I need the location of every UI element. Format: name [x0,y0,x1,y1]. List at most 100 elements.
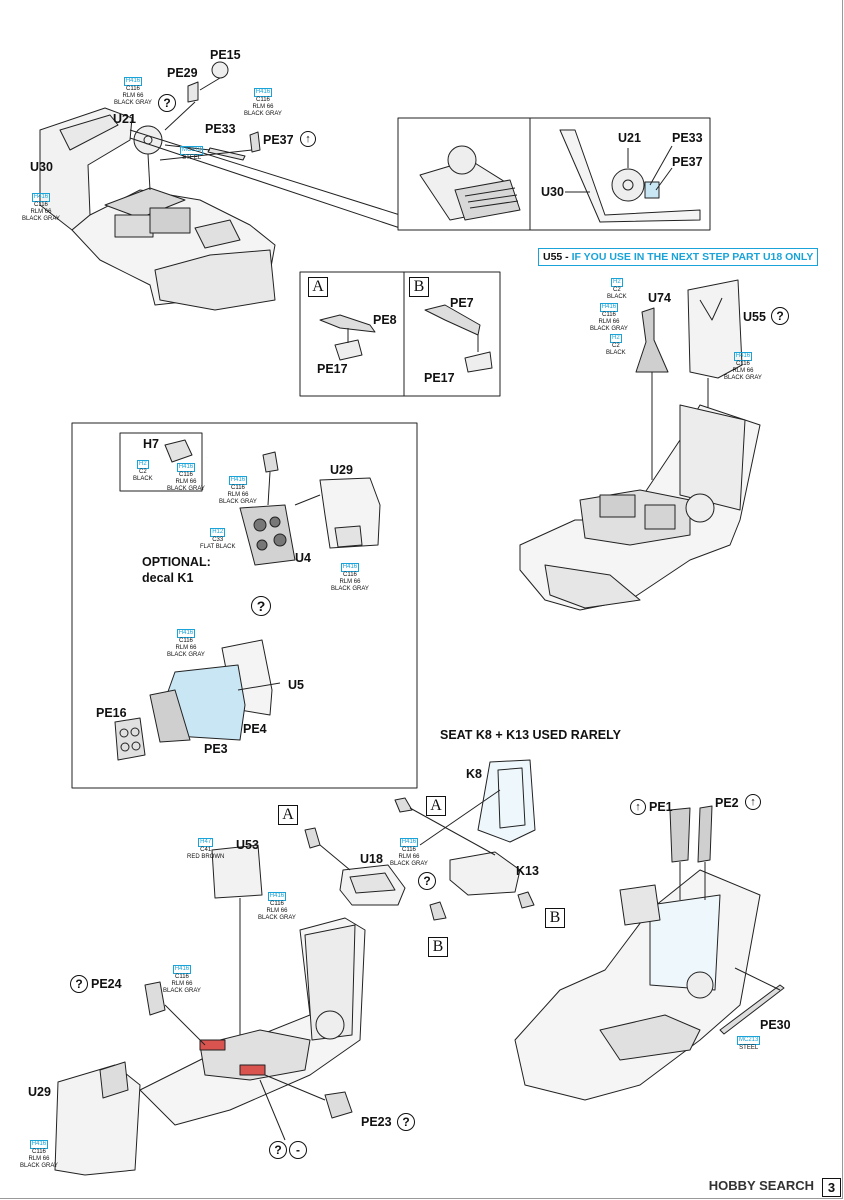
paint-line2: RLM 66 [732,368,754,374]
paint-line2: BLACK [606,350,626,356]
decal-label: decal K1 [142,571,194,585]
paint-callout-h2: H2 C2 BLACK [606,334,626,357]
paint-callout-h416: H416 C116 RLM 66 BLACK GRAY [244,88,282,118]
paint-line1: STEEL [739,1045,759,1051]
variant-b-marker: B [409,277,429,297]
hobby-search-watermark: HOBBY SEARCH [708,1178,814,1193]
part-label-u4: U4 [295,551,311,565]
paint-callout-h416: H416 C116 RLM 66 BLACK GRAY [167,629,205,659]
part-label-pe7: PE7 [450,296,474,310]
paint-code: H416 [176,463,196,472]
paint-code: H12 [210,528,226,537]
paint-code: H416 [123,77,143,86]
paint-line3: BLACK GRAY [331,586,369,592]
part-label-pe29: PE29 [167,66,198,80]
paint-callout-h416: H416 C116 RLM 66 BLACK GRAY [114,77,152,107]
part-label-u21: U21 [113,112,136,126]
paint-callout-h416: H416 C116 RLM 66 BLACK GRAY [20,1140,58,1170]
paint-code: H416 [340,563,360,572]
paint-line1: C116 [402,847,416,853]
paint-line2: RLM 66 [598,319,620,325]
paint-line1: C33 [212,537,224,543]
paint-callout-h416: H416 C116 RLM 66 BLACK GRAY [258,892,296,922]
paint-line3: BLACK GRAY [258,915,296,921]
part-label-pe17: PE17 [424,371,455,385]
part-label-pe37: PE37 [263,133,294,147]
part-label-u29: U29 [28,1085,51,1099]
paint-line2: FLAT BLACK [200,544,236,550]
paint-code: H416 [599,303,619,312]
part-label-pe23: PE23 [361,1115,392,1129]
question-icon: ? [269,1141,287,1159]
remove-part-icon: - [289,1141,307,1159]
paint-line3: BLACK GRAY [244,111,282,117]
variant-b-marker: B [428,937,448,957]
paint-line2: RLM 66 [398,854,420,860]
paint-code: H2 [611,278,623,287]
paint-line1: STEEL [182,155,202,161]
paint-line2: RLM 66 [171,981,193,987]
paint-line1: C2 [613,287,621,293]
paint-line1: C116 [175,974,189,980]
paint-line2: RLM 66 [252,104,274,110]
paint-line2: RLM 66 [175,645,197,651]
paint-code: H416 [253,88,273,97]
question-icon: ? [158,94,176,112]
paint-code: H2 [137,460,149,469]
paint-line3: BLACK GRAY [163,988,201,994]
paint-line1: C116 [179,472,193,478]
paint-line2: RLM 66 [339,579,361,585]
paint-line3: BLACK GRAY [167,652,205,658]
part-label-h7: H7 [143,437,159,451]
paint-code: H416 [267,892,287,901]
paint-line3: BLACK GRAY [167,486,205,492]
paint-line2: RLM 66 [175,479,197,485]
paint-line1: C116 [231,485,245,491]
paint-line2: RED BROWN [187,854,225,860]
paint-line3: BLACK GRAY [390,861,428,867]
paint-line1: C116 [34,202,48,208]
part-label-k13: K13 [516,864,539,878]
part-label-pe1: PE1 [649,800,673,814]
paint-code: H416 [31,193,51,202]
paint-line1: C2 [612,343,620,349]
paint-callout-mc213: MC213 STEEL [180,146,204,162]
paint-line3: BLACK GRAY [114,100,152,106]
part-label-pe30: PE30 [760,1018,791,1032]
part-label-u5: U5 [288,678,304,692]
flip-arrow-icon: ↑ [745,794,761,810]
paint-callout-h416: H416 C116 RLM 66 BLACK GRAY [590,303,628,333]
question-icon: ? [70,975,88,993]
paint-line1: C116 [736,361,750,367]
page-number: 3 [822,1178,841,1197]
paint-line1: C116 [179,638,193,644]
part-label-pe3: PE3 [204,742,228,756]
part-label-u18: U18 [360,852,383,866]
paint-callout-h416: H416 C116 RLM 66 BLACK GRAY [724,352,762,382]
paint-line2: RLM 66 [266,908,288,914]
paint-line1: C116 [602,312,616,318]
cockpit-tub-top-left [39,107,276,311]
part-label-u55: U55 [743,310,766,324]
paint-callout-h416: H416 C116 RLM 66 BLACK GRAY [167,463,205,493]
paint-code: H416 [176,629,196,638]
part-label-k8: K8 [466,767,482,781]
paint-line2: RLM 66 [122,93,144,99]
question-icon: ? [771,307,789,325]
paint-code: H416 [172,965,192,974]
variant-a-marker: A [426,796,446,816]
paint-code: H47 [198,838,214,847]
paint-code: H416 [29,1140,49,1149]
paint-line1: C116 [256,97,270,103]
part-label-pe24: PE24 [91,977,122,991]
paint-line2: BLACK [133,476,153,482]
paint-callout-h47: H47 C41 RED BROWN [187,838,224,861]
paint-line3: BLACK GRAY [724,375,762,381]
paint-callout-mc213: MC213 STEEL [737,1036,761,1052]
part-label-u53: U53 [236,838,259,852]
part-label-pe4: PE4 [243,722,267,736]
paint-line1: C116 [270,901,284,907]
paint-callout-h416: H416 C116 RLM 66 BLACK GRAY [219,476,257,506]
paint-code: H416 [399,838,419,847]
